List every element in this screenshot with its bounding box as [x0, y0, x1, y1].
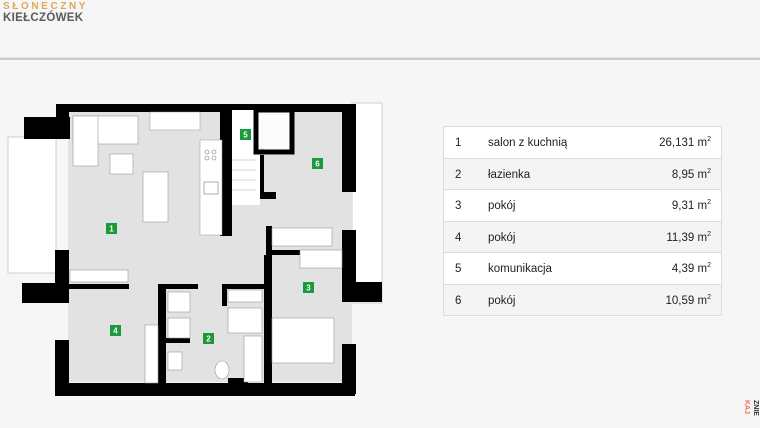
rooms-table: 1 salon z kuchnią 26,131 m2 2 łazienka 8… [443, 126, 722, 316]
room-number: 6 [455, 294, 462, 307]
table-row: 4 pokój 11,39 m2 [444, 221, 721, 253]
room-name: łazienka [488, 168, 531, 181]
room-area: 9,31 m2 [671, 199, 711, 212]
side-tab[interactable]: KAJ ZNIE [742, 398, 760, 428]
floor-plan: 1 2 3 4 5 6 [7, 102, 383, 396]
room-name: komunikacja [488, 263, 552, 275]
room-area: 8,95 m2 [671, 167, 711, 181]
room-number: 2 [455, 168, 462, 181]
table-row: 3 pokój 9,31 m2 [444, 190, 721, 222]
room-area: 10,59 m2 [665, 293, 711, 307]
svg-text:4: 4 [113, 327, 118, 336]
svg-text:1: 1 [109, 225, 114, 234]
room-name: pokój [488, 294, 516, 307]
room-number: 3 [455, 200, 462, 212]
side-tab-text-2: ZNIE [752, 400, 759, 416]
side-tab-text-1: KAJ [743, 400, 750, 415]
room-name: pokój [488, 231, 516, 244]
room-name: pokój [488, 200, 516, 212]
table-row: 1 salon z kuchnią 26,131 m2 [444, 127, 721, 159]
svg-text:6: 6 [315, 160, 320, 169]
svg-text:5: 5 [243, 131, 248, 140]
room-area: 11,39 m2 [666, 230, 711, 244]
room-area: 26,131 m2 [659, 136, 711, 149]
logo[interactable]: SŁONECZNY KIEŁCZÓWEK [3, 2, 88, 25]
room-number: 4 [455, 231, 462, 244]
table-row: 2 łazienka 8,95 m2 [444, 158, 721, 190]
logo-line-1: SŁONECZNY [3, 1, 89, 12]
room-area: 4,39 m2 [671, 262, 711, 275]
svg-text:2: 2 [206, 335, 211, 344]
svg-text:3: 3 [306, 284, 311, 293]
header-divider [0, 57, 760, 60]
room-number: 5 [455, 263, 462, 275]
room-number: 1 [455, 137, 462, 149]
logo-line-2: KIEŁCZÓWEK [3, 12, 84, 24]
table-row: 6 pokój 10,59 m2 [444, 284, 721, 315]
room-name: salon z kuchnią [488, 137, 568, 149]
table-row: 5 komunikacja 4,39 m2 [444, 253, 721, 285]
